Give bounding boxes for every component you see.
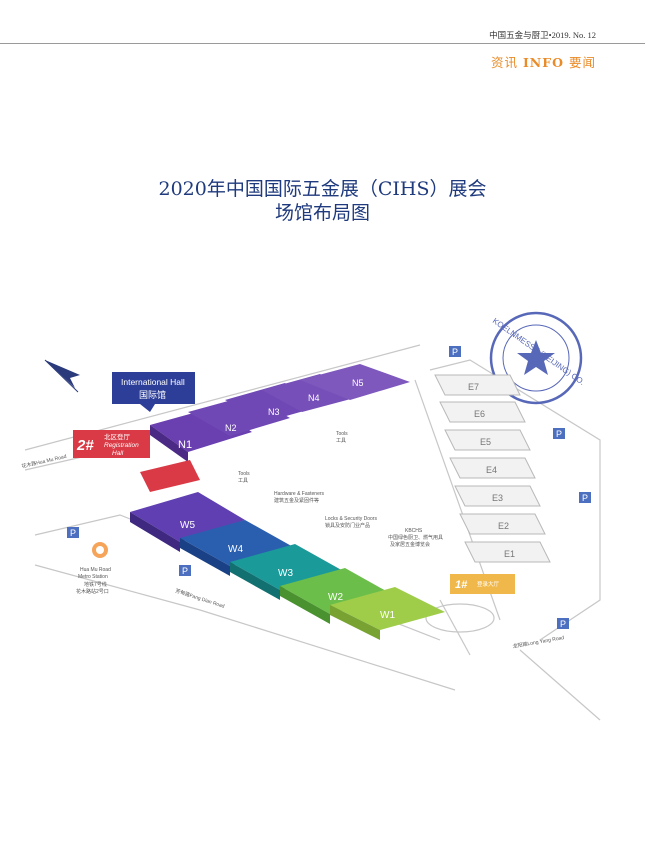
registration-hall-building: [140, 460, 200, 492]
metro-cn-2: 花木路站2号口: [76, 588, 109, 595]
company-seal: [489, 311, 583, 405]
parking-label: P: [582, 493, 588, 503]
registration-cn: 北区登厅: [104, 432, 131, 441]
hall-e4-label: E4: [486, 465, 497, 475]
venue-map: KOELNMESSE (BEIJING) CO.: [0, 300, 645, 740]
header-divider: [0, 43, 645, 44]
parking-icons: [67, 346, 591, 629]
metro-en-2: Metro Station: [78, 574, 108, 580]
category-tools2-en: Tools: [238, 471, 250, 477]
hall-w3-label: W3: [278, 568, 293, 579]
section-tag-right: 要闻: [568, 55, 596, 70]
hall-w2-label: W2: [328, 592, 343, 603]
hall-n4-label: N4: [308, 393, 320, 403]
entrance-number: 1#: [455, 579, 468, 591]
hall-e1-label: E1: [504, 549, 515, 559]
section-tag: 资讯 INFO 要闻: [491, 52, 596, 71]
section-tag-left: 资讯: [490, 55, 518, 70]
hall-e6-label: E6: [474, 409, 485, 419]
hall-n3-label: N3: [268, 407, 280, 417]
category-tools2-cn: 工具: [238, 478, 248, 484]
hall-n1-label: N1: [178, 439, 192, 451]
category-locks-en: Locks & Security Doors: [325, 516, 377, 522]
metro-icon: [92, 542, 108, 558]
category-locks-cn: 锁具及安防门业产品: [325, 522, 370, 529]
hall-n5-label: N5: [352, 378, 364, 388]
hall-e2-label: E2: [498, 521, 509, 531]
parking-label: P: [182, 566, 188, 576]
road-outlines: [24, 344, 601, 721]
hall-e7-label: E7: [468, 382, 479, 392]
entrance-hall-1: [450, 574, 515, 594]
section-tag-mid: INFO: [522, 55, 564, 70]
category-tools-cn: 工具: [336, 438, 346, 444]
international-hall: [112, 372, 195, 404]
hall-e5-label: E5: [480, 437, 491, 447]
west-halls: [130, 492, 445, 640]
registration-en: Registration: [104, 442, 139, 449]
registration-en-2: Hall: [112, 450, 124, 457]
category-hardware-cn: 建筑五金及紧固件等: [274, 497, 319, 504]
journal-header: 中国五金与厨卫•2019. No. 12: [489, 30, 596, 40]
east-halls: [434, 374, 551, 563]
north-halls: [150, 364, 410, 462]
parking-label: P: [556, 429, 562, 439]
metro-en-1: Hua Mu Road: [80, 567, 111, 573]
hall-w1-label: W1: [380, 610, 395, 621]
compass-icon: [44, 359, 80, 393]
category-kbc-en: KBCHS: [405, 528, 423, 534]
parking-label: P: [560, 619, 566, 629]
category-kbc-cn1: 中国绿色厨卫、燃气用具: [388, 534, 443, 541]
international-hall-cn: 国际馆: [139, 389, 166, 400]
registration-number: 2#: [76, 437, 94, 454]
metro-cn-1: 地铁7号线: [84, 581, 107, 588]
entrance-cn: 登录大厅: [477, 580, 500, 588]
parking-label: P: [70, 528, 76, 538]
hall-w4-label: W4: [228, 544, 243, 555]
international-hall-en: International Hall: [121, 377, 185, 387]
page-subtitle: 场馆布局图: [274, 202, 370, 224]
category-tools-en: Tools: [336, 431, 348, 437]
hall-n2-label: N2: [225, 423, 237, 433]
hall-w5-label: W5: [180, 520, 195, 531]
category-hardware-en: Hardware & Fasteners: [274, 491, 325, 497]
parking-label: P: [452, 347, 458, 357]
registration-hall-label-bg: [73, 430, 150, 458]
hall-e3-label: E3: [492, 493, 503, 503]
international-hall-pointer: [140, 404, 155, 412]
category-kbc-cn2: 及家居五金博览会: [390, 541, 430, 548]
page-title: 2020年中国国际五金展（CIHS）展会: [158, 178, 487, 200]
